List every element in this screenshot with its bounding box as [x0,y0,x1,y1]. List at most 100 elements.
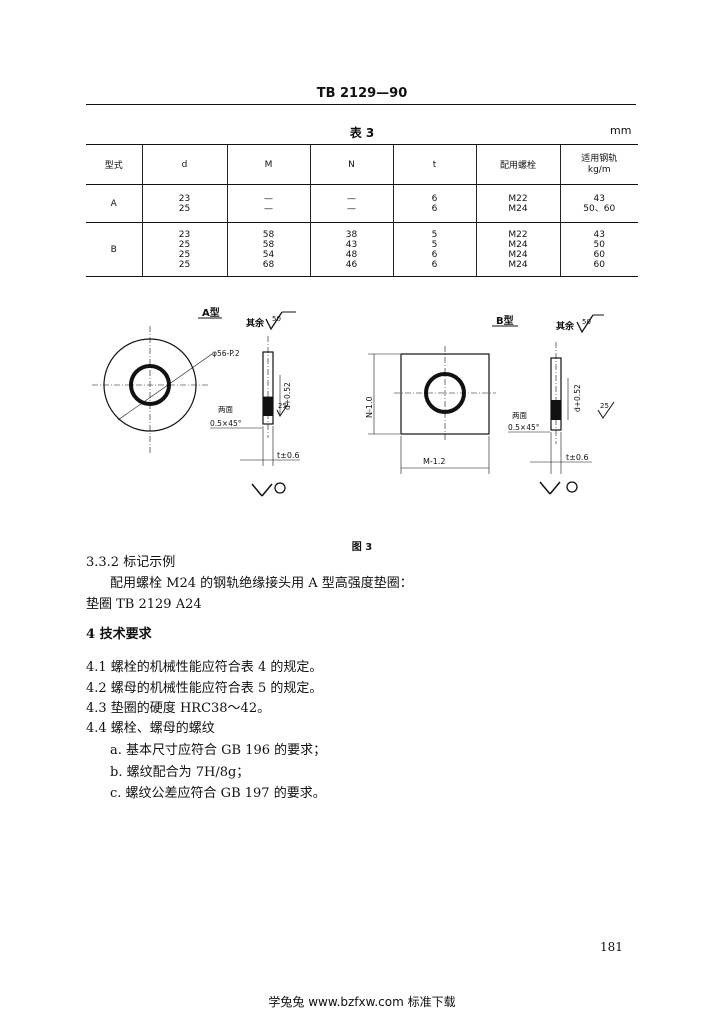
chamfer-dim: 0.5×45° [210,419,242,428]
chamfer-label: 两面 [218,405,233,414]
washer-drawing: A型 其余 50 φ56-P.2 d+0.52 两面 0.5×45° 25 t±… [92,306,615,497]
table-row: A 23 25 — — — — 6 6 M22 M24 43 50、60 [86,184,638,223]
header-d: d [141,144,227,185]
rest-roughness-b: 其余 [556,320,575,332]
row-b-type: B [86,222,142,277]
cell: 6 [431,203,438,214]
row-a-type: A [110,198,117,209]
cell: 43 [593,193,605,204]
header-n: N [309,144,393,185]
cell: 50 [593,239,605,250]
cell: 46 [345,259,358,270]
face-roughness: 25 [278,402,287,410]
type-b-front-view: N-1.0 M-1.2 [365,346,496,474]
section-3-3-2-heading: 3.3.2 标记示例 [86,555,176,570]
page-number: 181 [600,940,623,954]
cell: — [347,193,356,204]
parallelism-symbol-icon [251,482,286,497]
table-unit: mm [610,124,632,137]
square-n-dim: N-1.0 [365,396,374,418]
row-b-bolt: M22 M24 M24 M24 [475,222,560,277]
cell: — [264,203,273,214]
cell: 25 [178,239,191,250]
thickness-dim: t±0.6 [277,451,300,460]
row-b-n: 38 43 48 46 [309,222,393,277]
type-b-title: B型 [496,314,514,327]
section-4-heading: 4 技术要求 [86,627,152,642]
row-a-bolt: M22 M24 [475,184,560,223]
header-rule [86,104,636,105]
item-4-1: 4.1 螺栓的机械性能应符合表 4 的规定。 [86,660,323,675]
row-b-d: 23 25 25 25 [141,222,227,277]
header-m: M [226,144,310,185]
cell: M24 [508,259,528,270]
row-a-rail: 43 50、60 [559,184,638,223]
row-a-n: — — [309,184,393,223]
cell: 5 [431,229,438,240]
cell: — [264,193,273,204]
cell: M22 [508,193,528,204]
figure-caption: 图 3 [351,542,373,553]
cell: 6 [431,249,438,260]
row-a-m: — — [226,184,310,223]
footer-watermark[interactable]: 学兔兔 www.bzfxw.com 标准下载 [268,995,456,1009]
item-c: c. 螺纹公差应符合 GB 197 的要求。 [110,786,326,801]
cell: M24 [508,203,528,214]
row-b-t: 5 5 6 6 [392,222,476,277]
cell: 25 [178,249,191,260]
cell: 6 [431,193,438,204]
cell: 23 [178,229,191,240]
parallelism-symbol-icon [539,481,578,495]
cell: 6 [431,259,438,270]
header-type: 型式 [86,144,142,185]
cell: M24 [508,249,528,260]
thickness-dim: t±0.6 [566,453,589,462]
type-a-side-view: d+0.52 两面 0.5×45° 25 t±0.6 [210,336,300,497]
roughness-symbol-icon: 50 [265,311,296,331]
roughness-symbol-icon: 50 [576,314,604,334]
cell: 60 [593,259,605,270]
cell: 68 [262,259,275,270]
cell: 5 [431,239,438,250]
cell: 43 [593,229,605,240]
type-b-side-view: d+0.52 两面 0.5×45° 25 t±0.6 [508,342,615,495]
cell: M22 [508,229,528,240]
chamfer-label: 两面 [512,411,527,420]
roughness-value: 50 [272,315,281,323]
cell: 43 [345,239,358,250]
cell: 25 [178,203,191,214]
cell: — [347,203,356,214]
chamfer-dim: 0.5×45° [508,423,540,432]
marking-example-line1: 配用螺栓 M24 的钢轨绝缘接头用 A 型高强度垫圈： [110,576,413,591]
cell: 58 [262,239,275,250]
header-t: t [392,144,476,185]
cell: 58 [262,229,275,240]
item-a: a. 基本尺寸应符合 GB 196 的要求； [110,743,327,758]
inner-diameter-dim: d+0.52 [573,384,582,412]
outer-diameter-dim: φ56-P.2 [212,349,240,358]
cell: 48 [345,249,358,260]
row-a-t: 6 6 [392,184,476,223]
standard-number-header: TB 2129—90 [316,86,408,101]
cell: 25 [178,259,191,270]
table-header-row: 型式 d M N t 配用螺栓 适用钢轨 kg/m [86,144,638,185]
marking-example-line2: 垫圈 TB 2129 A24 [86,597,202,612]
square-m-dim: M-1.2 [423,457,446,466]
rest-roughness-a: 其余 [246,317,265,329]
face-roughness: 25 [600,402,609,410]
row-a-d: 23 25 [141,184,227,223]
item-b: b. 螺纹配合为 7H/8g； [110,765,250,780]
row-b-rail: 43 50 60 60 [559,222,638,277]
spec-table: 型式 d M N t 配用螺栓 适用钢轨 kg/m A 23 25 — — — … [86,144,638,277]
cell: 38 [345,229,358,240]
item-4-4: 4.4 螺栓、螺母的螺纹 [86,721,215,736]
header-rail: 适用钢轨 kg/m [559,144,638,185]
cell: 60 [593,249,605,260]
cell: M24 [508,239,528,250]
cell: 54 [262,249,275,260]
cell: 50、60 [583,203,616,214]
table-row: B 23 25 25 25 58 58 54 68 38 43 48 46 5 … [86,222,638,277]
inner-diameter-dim: d+0.52 [283,382,292,410]
type-a-title: A型 [202,306,220,319]
row-b-m: 58 58 54 68 [226,222,310,277]
